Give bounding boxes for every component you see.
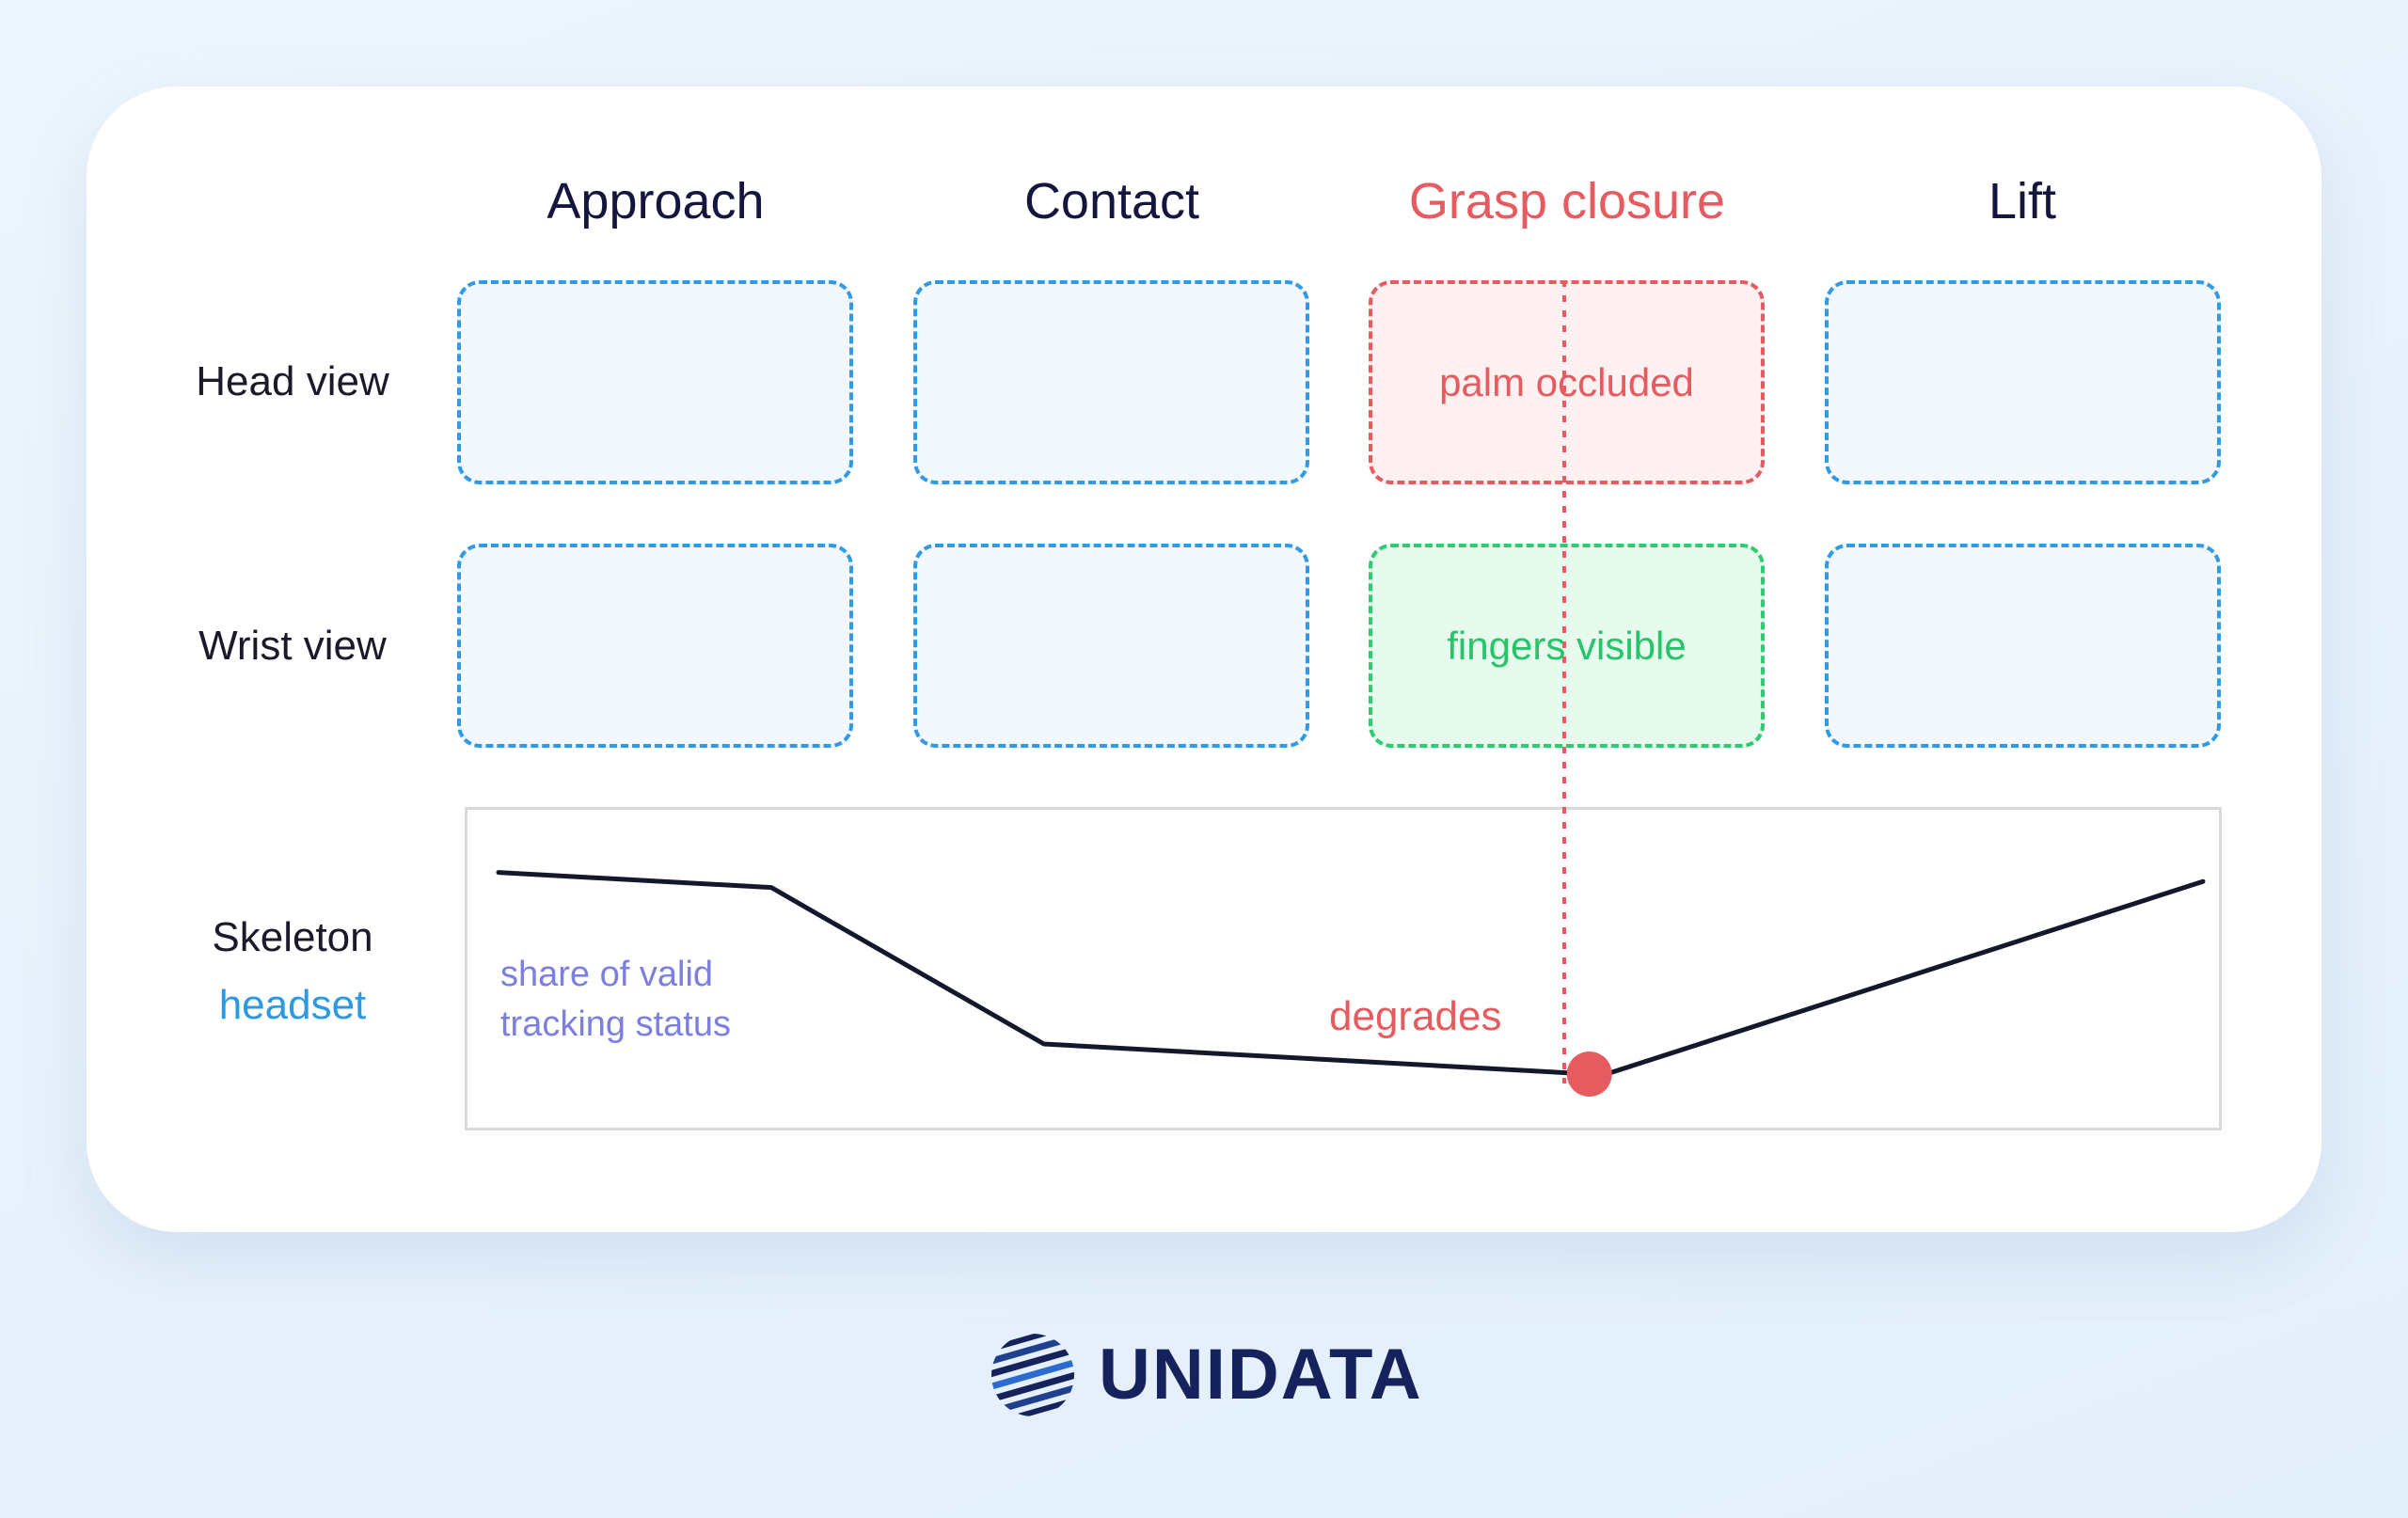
cell-head-approach bbox=[457, 280, 853, 484]
cell-head-contact bbox=[913, 280, 1309, 484]
row-label-head-view: Head view bbox=[196, 358, 389, 404]
brand-name: UNIDATA bbox=[1099, 1335, 1423, 1415]
globe-stripes-icon bbox=[991, 1334, 1074, 1416]
unidata-logo: UNIDATA bbox=[988, 1328, 1423, 1422]
fingers-visible-note: fingers visible bbox=[1447, 623, 1687, 668]
row-label-skeleton: Skeleton bbox=[212, 914, 373, 960]
palm-occluded-note: palm occluded bbox=[1439, 359, 1694, 404]
row-label-headset: headset bbox=[218, 982, 367, 1028]
cell-head-lift bbox=[1825, 280, 2221, 484]
cell-wrist-contact bbox=[913, 544, 1309, 748]
column-title-approach: Approach bbox=[547, 173, 765, 229]
skeleton-tracking-chart bbox=[465, 807, 2222, 1131]
column-title-contact: Contact bbox=[1023, 173, 1200, 229]
cell-wrist-approach bbox=[457, 544, 853, 748]
cell-head-grasp-closure: palm occluded bbox=[1369, 280, 1765, 484]
column-title-grasp-closure: Grasp closure bbox=[1408, 173, 1726, 229]
row-label-wrist-view: Wrist view bbox=[198, 623, 387, 669]
cell-wrist-grasp-closure: fingers visible bbox=[1369, 544, 1765, 748]
column-title-lift: Lift bbox=[1988, 173, 2057, 229]
cell-wrist-lift bbox=[1825, 544, 2221, 748]
